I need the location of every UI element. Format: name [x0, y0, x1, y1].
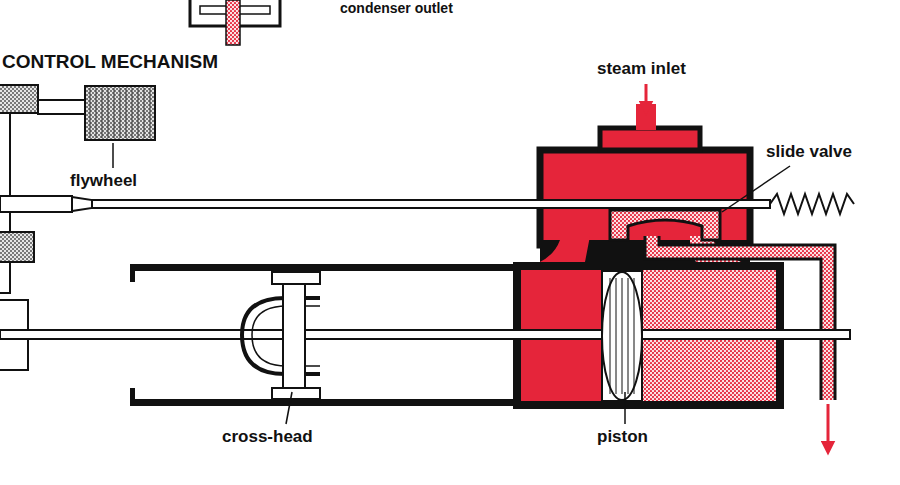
part-label: condenser outlet [340, 1, 453, 16]
part-label: piston [597, 428, 648, 447]
leader-line [286, 392, 292, 424]
part-label: slide valve [766, 143, 852, 162]
part-label: steam inlet [597, 60, 686, 79]
part-label: CONTROL MECHANISM [2, 52, 218, 73]
crosshead-drawing [242, 272, 320, 399]
leader-line [112, 143, 114, 168]
leader-line [624, 392, 626, 424]
leader-line [722, 166, 790, 212]
crank-frame [0, 85, 38, 370]
piston-rod [0, 330, 850, 339]
steam-chest [540, 84, 750, 245]
flywheel-drawing [38, 86, 155, 140]
part-label: cross-head [222, 428, 313, 447]
part-label: flywheel [70, 172, 137, 191]
valve-rod [0, 194, 854, 214]
piston-drawing [602, 271, 642, 401]
slide-valve-drawing [610, 210, 720, 240]
condenser [190, 0, 280, 45]
